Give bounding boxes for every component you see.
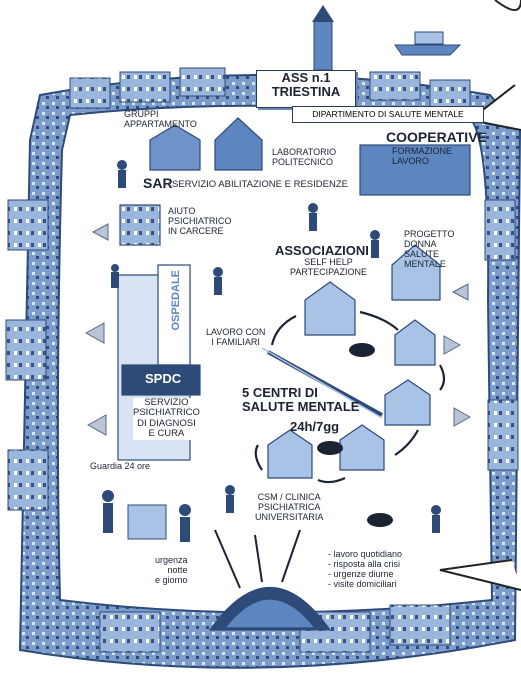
- formazione-label: FORMAZIONE LAVORO: [392, 146, 452, 166]
- servizio-psichiatrico-label: SERVIZIO PSICHIATRICO DI DIAGNOSI E CURA: [133, 397, 200, 440]
- lavoro-familiari-label: LAVORO CON I FAMILIARI: [206, 327, 266, 347]
- spdc-label: SPDC: [145, 371, 182, 386]
- org-title-box: ASS n.1 TRIESTINA: [256, 70, 356, 108]
- department-label: DIPARTIMENTO DI SALUTE MENTALE: [292, 106, 484, 123]
- centri-label: 5 CENTRI DI SALUTE MENTALE: [242, 385, 360, 415]
- aiuto-carcere-label: AIUTO PSICHIATRICO IN CARCERE: [168, 206, 232, 236]
- guardia-label: Guardia 24 ore: [90, 461, 151, 471]
- associazioni-label: ASSOCIAZIONI: [275, 243, 369, 258]
- self-help-label: SELF HELP PARTECIPAZIONE: [290, 257, 368, 277]
- urgenza-label: urgenza notte e giorno: [155, 555, 188, 585]
- ospedale-label: OSPEDALE: [170, 270, 182, 331]
- org-title: ASS n.1 TRIESTINA: [271, 70, 341, 100]
- cooperative-label: COOPERATIVE: [386, 129, 487, 145]
- gruppi-label: GRUPPI APPARTAMENTO: [124, 109, 197, 129]
- attivita-list: - lavoro quotidiano - risposta alla cris…: [328, 549, 403, 589]
- sar-abbr: SAR: [143, 175, 173, 191]
- sar-full: SERVIZIO ABILITAZIONE E RESIDENZE: [172, 179, 348, 190]
- h24-label: 24h/7gg: [290, 419, 340, 434]
- progetto-donna-label: PROGETTO DONNA SALUTE MENTALE: [404, 229, 455, 269]
- laboratorio-label: LABORATORIO POLITECNICO: [272, 147, 337, 167]
- csm-label: CSM / CLINICA PSICHIATRICA UNIVERSITARIA: [255, 492, 324, 522]
